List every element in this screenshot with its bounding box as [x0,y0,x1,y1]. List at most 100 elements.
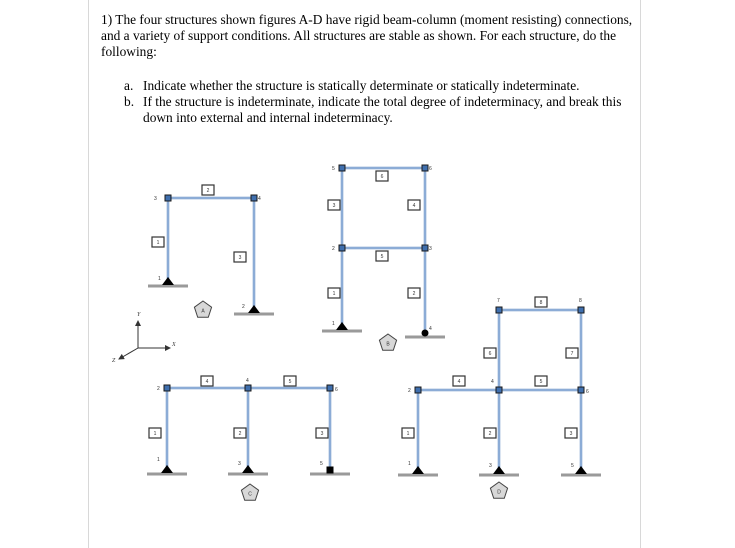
joint-node [495,306,503,314]
node-label: 2 [242,304,245,310]
node-label: 5 [332,166,335,172]
joint-node [495,386,503,394]
member-label: 4 [206,379,209,385]
list-item: b. If the structure is indeterminate, ind… [124,94,634,126]
list-item: a. Indicate whether the structure is stat… [124,78,634,94]
joint-node [326,384,334,392]
node-label: 4 [429,326,432,332]
member-label-box [483,427,497,439]
node-label: 2 [157,386,160,392]
pin-support-icon [336,322,348,330]
node-label: 7 [497,298,500,304]
page-edge-left [88,0,89,548]
member-label-box [201,184,215,196]
member-label-box [407,287,421,299]
member-label: 4 [458,379,461,385]
member-label: 5 [540,379,543,385]
structure-label: D [497,490,501,496]
member-label-box [327,287,341,299]
member-label: 1 [333,291,336,297]
structure-label: C [248,492,252,498]
node-label: 4 [491,379,494,385]
node-label: 6 [586,389,589,395]
member-label-box [233,427,247,439]
member-label-box [315,427,329,439]
joint-node [244,384,252,392]
structure-label: B [386,342,390,348]
node-label: 3 [429,246,432,252]
pin-support-icon [575,466,587,474]
node-label: 6 [335,387,338,393]
axis-y-label: Y [137,312,141,318]
joint-node [421,164,429,172]
node-label: 1 [157,457,160,463]
joint-node [421,244,429,252]
node-label: 5 [320,461,323,467]
pin-support-icon [242,465,254,473]
member-label-box [401,427,415,439]
member-label: 8 [540,300,543,306]
pin-support-icon [248,305,260,313]
node-label: 8 [579,298,582,304]
member-label: 2 [239,431,242,437]
pin-support-icon [412,466,424,474]
coordinate-axes: Y X Z [112,312,176,364]
page-edge-right [640,0,641,548]
list-marker: a. [124,78,134,93]
fixed-support-icon [326,466,334,474]
member-label-box [534,296,548,308]
member-label-box [534,375,548,387]
node-label: 2 [408,388,411,394]
pin-support-icon [493,466,505,474]
list-marker: b. [124,94,135,109]
roller-support-icon [421,329,429,337]
member-label-box [407,199,421,211]
member-label-box [483,347,497,359]
member-label-box [452,375,466,387]
pin-support-icon [162,277,174,285]
member-label: 3 [570,431,573,437]
axis-z-label: Z [112,358,116,364]
member-label: 7 [571,351,574,357]
member-label-box [200,375,214,387]
structure-label-badge [378,333,398,351]
member-label: 5 [381,254,384,260]
list-text: If the structure is indeterminate, indic… [143,94,622,125]
member-label-box [564,427,578,439]
member-label-box [151,236,165,248]
member-label: 1 [157,240,160,246]
joint-node [164,194,172,202]
member-label-box [565,347,579,359]
member-label: 2 [489,431,492,437]
member-label: 2 [207,188,210,194]
member-label: 4 [413,203,416,209]
list-text: Indicate whether the structure is static… [143,78,580,93]
structure-label-badge [193,300,213,318]
member-label: 1 [407,431,410,437]
pin-support-icon [161,465,173,473]
member-label: 5 [289,379,292,385]
structure-label: A [201,309,205,315]
joint-node [250,194,258,202]
member-label-box [148,427,162,439]
member-label-box [375,250,389,262]
member-label: 6 [489,351,492,357]
node-label: 1 [158,276,161,282]
node-label: 3 [489,463,492,469]
node-label: 4 [258,196,261,202]
node-label: 1 [332,321,335,327]
joint-node [577,386,585,394]
structure-label-badge [489,481,509,499]
member-label: 3 [239,255,242,261]
member-label: 1 [154,431,157,437]
member-label: 6 [381,174,384,180]
joint-node [338,244,346,252]
problem-intro: 1) The four structures shown figures A-D… [101,12,633,59]
member-label: 2 [413,291,416,297]
node-label: 6 [429,166,432,172]
